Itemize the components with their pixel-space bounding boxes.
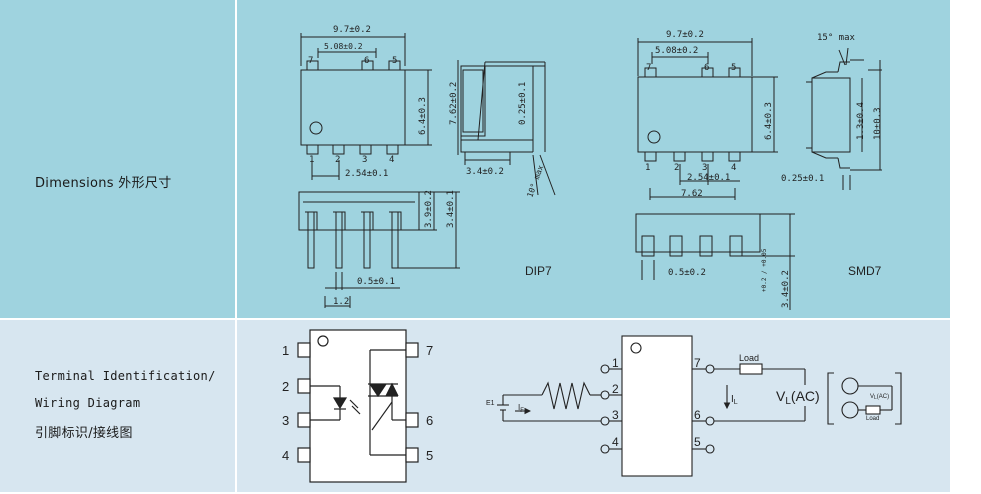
terminal-label-line1: Terminal Identification/ <box>35 369 216 383</box>
wiring-small-vl-label: VL(AC) <box>870 394 889 401</box>
terminal-label-line3: 引脚标识/接线图 <box>35 426 133 441</box>
dimensions-row <box>0 0 950 318</box>
wiring-left-pin4: 4 <box>612 435 619 449</box>
dip7-pin4: 4 <box>389 155 394 165</box>
smd7-pitch-label: 2.54±0.1 <box>687 173 730 183</box>
smd7-pin1: 1 <box>645 163 650 173</box>
smd7-width-label: 9.7±0.2 <box>666 30 704 40</box>
wiring-source-label: E1 <box>486 400 495 407</box>
dip7-pin1: 1 <box>309 155 314 165</box>
dip7-side-view <box>457 60 556 196</box>
smd7-height-tol-label: +0.2 / +0.05 <box>761 248 768 292</box>
smd7-pin5: 5 <box>731 63 736 73</box>
smd7-body-height-label: 6.4±0.3 <box>764 102 774 140</box>
wiring-diagram <box>497 335 902 477</box>
dip7-overall-height-label: 3.4±0.1 <box>446 190 456 228</box>
dip7-shoulder-label: 1.2 <box>333 297 349 307</box>
wiring-left-pin3: 3 <box>612 408 619 422</box>
pinout-right-pin7: 7 <box>426 343 433 358</box>
column-divider <box>235 0 237 494</box>
dip7-pin3: 3 <box>362 155 367 165</box>
dip7-pitch-label: 2.54±0.1 <box>345 169 388 179</box>
spec-table: Dimensions 外形尺寸 Terminal Identification/… <box>0 0 950 494</box>
wiring-right-pin7: 7 <box>694 356 701 370</box>
dip7-name: DIP7 <box>525 264 552 278</box>
row-divider <box>0 318 950 320</box>
dip7-pin7: 7 <box>308 56 313 66</box>
dip7-pin5: 5 <box>392 56 397 66</box>
pinout-left-pin3: 3 <box>282 413 289 428</box>
wiring-load-label: Load <box>739 353 759 363</box>
smd7-top-view <box>637 38 778 200</box>
terminal-row <box>0 320 950 492</box>
wiring-left-pin1: 1 <box>612 356 619 370</box>
dip7-pitch-top-label: 5.08±0.2 <box>324 42 363 51</box>
dip7-top-view <box>300 33 432 180</box>
dip7-lead-thickness-label: 0.25±0.1 <box>518 82 528 125</box>
dip7-pin6: 6 <box>364 56 369 66</box>
wiring-vl-label: VL(AC) <box>776 388 820 407</box>
pinout-left-pin2: 2 <box>282 379 289 394</box>
smd7-pitch-top-label: 5.08±0.2 <box>655 46 698 56</box>
smd7-overall-width-label: 10±0.3 <box>873 107 883 140</box>
smd7-pin2: 2 <box>674 163 679 173</box>
pinout-left-pin4: 4 <box>282 448 289 463</box>
dip7-lead-width-label: 0.5±0.1 <box>357 277 395 287</box>
dip7-body-height-label: 6.4±0.3 <box>418 97 428 135</box>
smd7-pin7: 7 <box>646 63 651 73</box>
dip7-seat-label: 3.4±0.2 <box>466 167 504 177</box>
dip7-angle-label: 10° max <box>525 164 545 199</box>
dip7-lead-span-label: 7.62±0.2 <box>449 82 459 125</box>
dimensions-label: Dimensions 外形尺寸 <box>35 176 172 191</box>
wiring-if-label: IF <box>518 403 524 414</box>
smd7-lead-thickness-label: 0.25±0.1 <box>781 174 824 184</box>
dip7-body-thickness-label: 3.9±0.2 <box>424 190 434 228</box>
wiring-right-pin5: 5 <box>694 435 701 449</box>
pinout-left-pin1: 1 <box>282 343 289 358</box>
pinout-right-pin6: 6 <box>426 413 433 428</box>
smd7-pin6: 6 <box>704 63 709 73</box>
pinout-diagram <box>297 329 419 483</box>
wiring-right-pin6: 6 <box>694 408 701 422</box>
smd7-pin3: 3 <box>702 163 707 173</box>
smd7-lead-width-label: 0.5±0.2 <box>668 268 706 278</box>
smd7-body-side-label: 1.3±0.4 <box>856 102 866 140</box>
smd7-front-view <box>635 213 795 310</box>
smd7-angle-label: 15° max <box>817 33 856 43</box>
wiring-small-load-label: Load <box>866 416 879 422</box>
dip7-front-view <box>298 191 460 308</box>
smd7-height-label: 3.4±0.2 <box>781 270 791 308</box>
smd7-pin4: 4 <box>731 163 736 173</box>
wiring-il-label: IL <box>731 394 738 406</box>
dip7-width-label: 9.7±0.2 <box>333 25 371 35</box>
dip7-pin2: 2 <box>335 155 340 165</box>
wiring-left-pin2: 2 <box>612 382 619 396</box>
smd7-name: SMD7 <box>848 264 882 278</box>
smd7-side-view <box>806 47 882 190</box>
terminal-label-line2: Wiring Diagram <box>35 396 141 410</box>
smd7-span-label: 7.62 <box>681 189 703 199</box>
pinout-right-pin5: 5 <box>426 448 433 463</box>
